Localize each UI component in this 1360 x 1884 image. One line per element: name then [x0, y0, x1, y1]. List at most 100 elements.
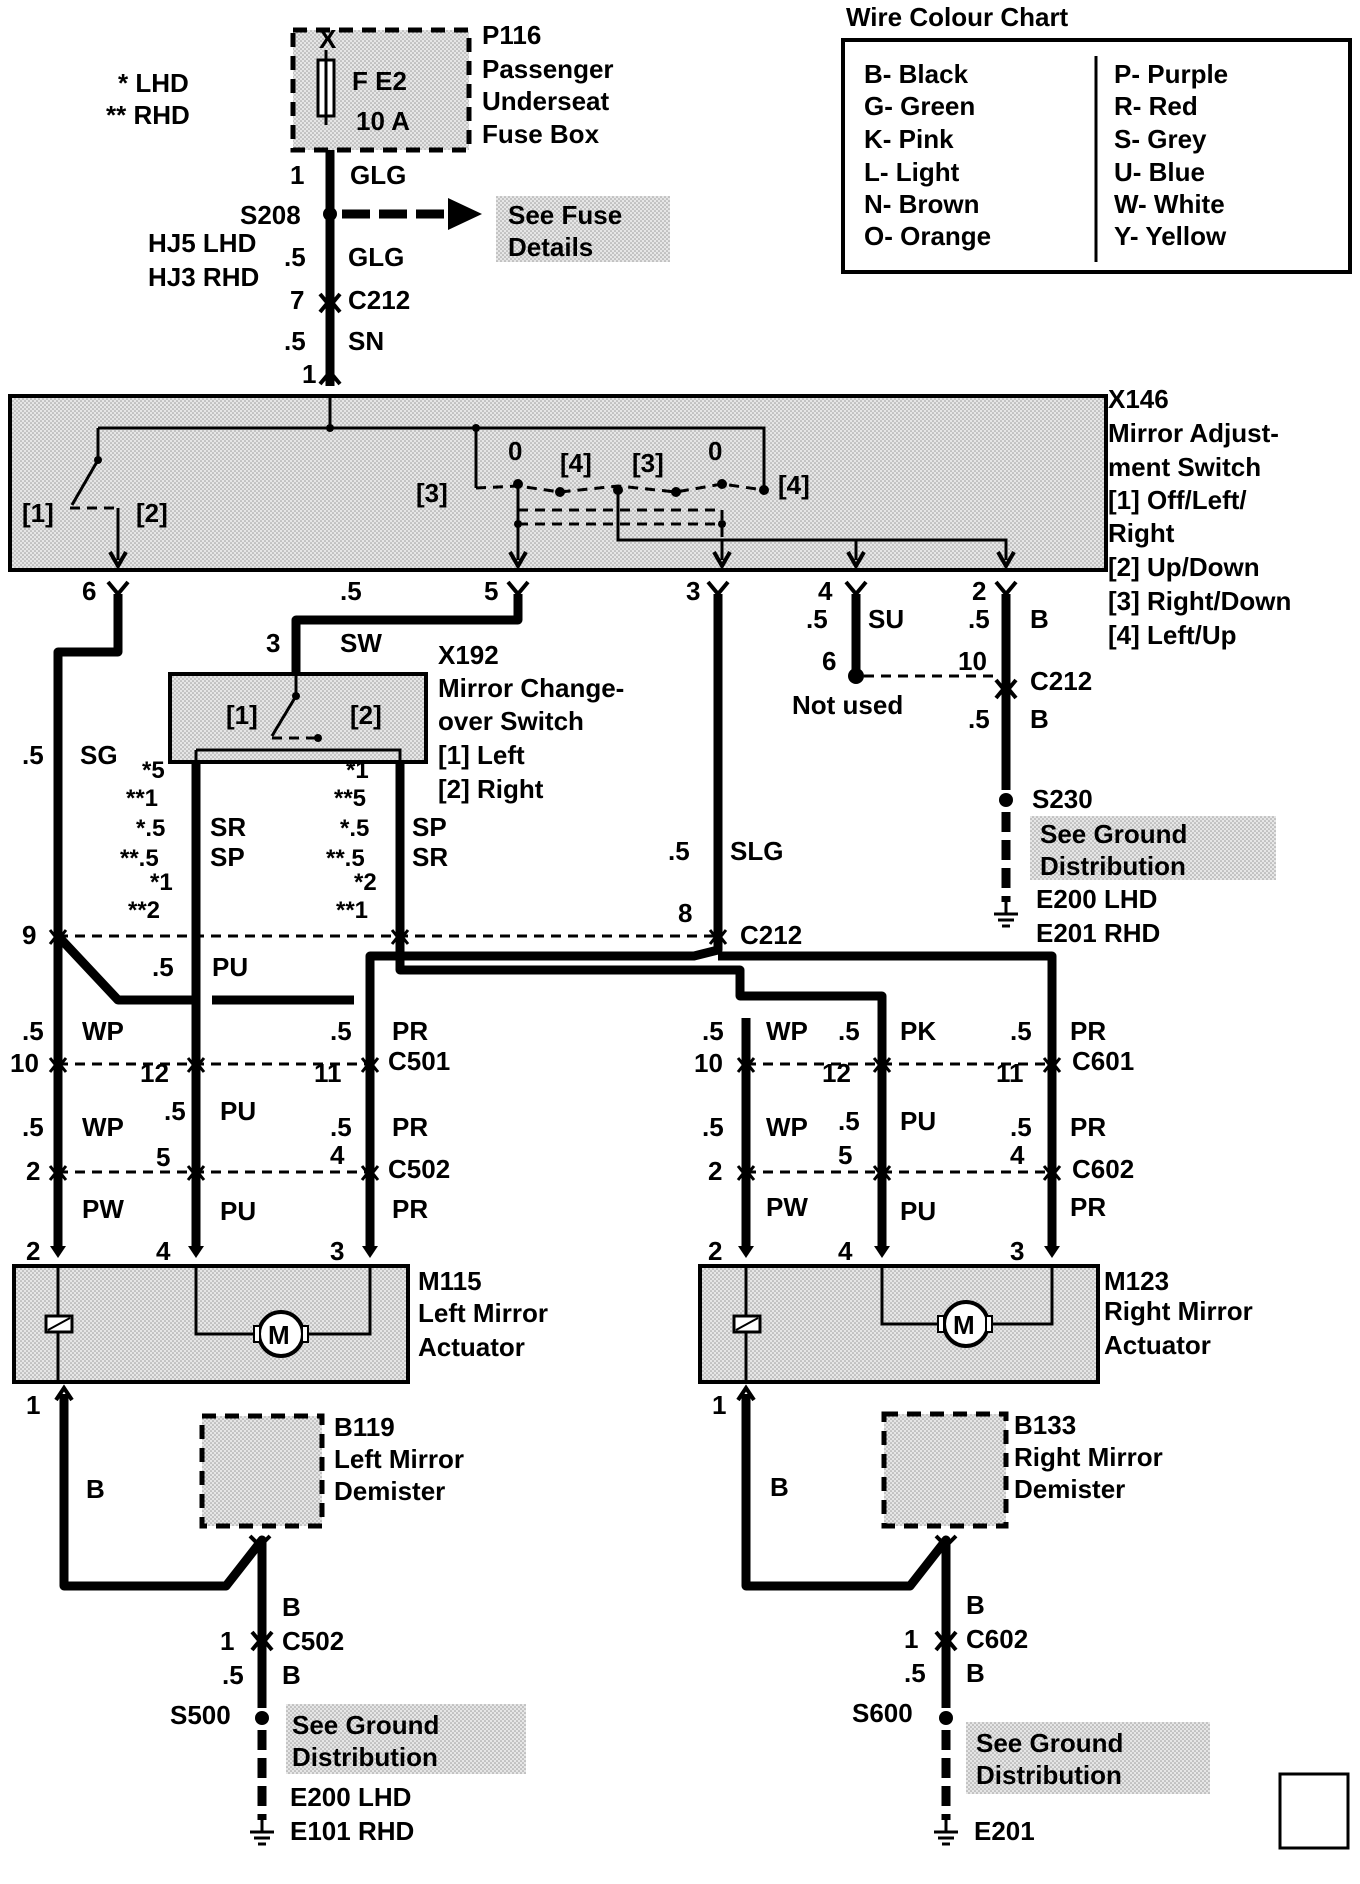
- ground-point-label: E101 RHD: [290, 1816, 414, 1846]
- wire-colour-label: SP: [210, 842, 245, 872]
- splice-not-used: [848, 668, 864, 684]
- component-name: Left Mirror: [418, 1298, 548, 1328]
- demister-b133: [881, 1411, 1009, 1549]
- wire-colour-label: PR: [392, 1194, 428, 1224]
- pin-number: 11: [314, 1058, 342, 1088]
- component-function: [4] Left/Up: [1108, 620, 1237, 650]
- motor-label: M: [268, 1320, 290, 1350]
- wire-colour-label: B: [1030, 704, 1049, 734]
- motor-label: M: [953, 1310, 975, 1340]
- fuse-label: F E2: [352, 66, 407, 96]
- connector-label: C601: [1072, 1046, 1134, 1076]
- connector-x146-in: [318, 368, 342, 386]
- variant-label: **5: [334, 785, 366, 812]
- wire-colour-label: PU: [212, 952, 248, 982]
- pin-number: 5: [484, 576, 498, 606]
- switch-contact-label: [3]: [416, 478, 448, 508]
- connector-label: C602: [1072, 1154, 1134, 1184]
- fuse-details-text: See Fuse: [508, 200, 622, 230]
- ground-note: [966, 1722, 1210, 1794]
- pin-number: 1: [302, 359, 316, 389]
- colour-entry: P- Purple: [1114, 59, 1228, 89]
- variant-label: *1: [346, 757, 369, 784]
- ground-note-text: Distribution: [976, 1760, 1122, 1790]
- wire-colour-label: B: [770, 1472, 789, 1502]
- ground-note: [1030, 816, 1276, 880]
- switch-contact-label: [4]: [560, 448, 592, 478]
- pin-number: 6: [82, 576, 96, 606]
- colour-entry: R- Red: [1114, 91, 1198, 121]
- fuse-details-text: Details: [508, 232, 593, 262]
- not-used-label: Not used: [792, 690, 903, 720]
- wire-slg: [365, 594, 723, 1248]
- legend-lhd: * LHD: [118, 68, 189, 98]
- wire-pu-cross: [54, 932, 354, 1005]
- connector-label: C602: [966, 1624, 1028, 1654]
- connector-c212-ground: [994, 678, 1018, 700]
- component-function: [2] Right: [438, 774, 544, 804]
- connector-c502-bottom: [250, 1630, 274, 1652]
- x146-pin-connectors: [106, 580, 1018, 598]
- splice-label: S600: [852, 1698, 913, 1728]
- wire-colour-label: PW: [766, 1192, 808, 1222]
- wire-colour-label: PK: [900, 1016, 936, 1046]
- wire-gauge: .5: [806, 604, 828, 634]
- pin-number: 10: [10, 1048, 39, 1078]
- pin-number: 1: [220, 1626, 234, 1656]
- wire-colour-label: B: [966, 1590, 985, 1620]
- component-id: M115: [418, 1266, 482, 1296]
- wire-colour-label: SLG: [730, 836, 783, 866]
- wire-colour-label: PU: [220, 1096, 256, 1126]
- colour-entry: O- Orange: [864, 221, 991, 251]
- wire-colour-label: PW: [82, 1194, 124, 1224]
- legend-rhd: ** RHD: [106, 100, 190, 130]
- fuse-box-name: Fuse Box: [482, 119, 600, 149]
- wire-gauge: .5: [702, 1016, 724, 1046]
- pin-number: 1: [904, 1624, 918, 1654]
- connector-label: C502: [282, 1626, 344, 1656]
- splice-s600: [939, 1711, 953, 1725]
- wire-colour-label: SR: [412, 842, 448, 872]
- colour-entry: Y- Yellow: [1114, 221, 1227, 251]
- component-function: [1] Off/Left/: [1108, 485, 1247, 515]
- wire-gauge: .5: [22, 740, 44, 770]
- splice-label: S208: [240, 200, 301, 230]
- splice-label: S230: [1032, 784, 1093, 814]
- connector-label: C212: [348, 285, 410, 315]
- colour-chart-title: Wire Colour Chart: [846, 2, 1069, 32]
- harness-label: HJ5 LHD: [148, 228, 256, 258]
- wire-gauge: .5: [330, 1112, 352, 1142]
- wire-gauge: .5: [284, 326, 306, 356]
- ground-note: [286, 1704, 526, 1774]
- pin-number: 9: [22, 920, 36, 950]
- pin-number: 2: [972, 576, 986, 606]
- connector-m115-out: [54, 1384, 74, 1402]
- pin-number: 2: [708, 1156, 722, 1186]
- pin-number: 3: [330, 1236, 344, 1266]
- fuse-details-note: [496, 196, 670, 262]
- switch-x192: [1] [2]: [168, 672, 428, 764]
- switch-contact-label: [4]: [778, 470, 810, 500]
- pin-number: 11: [996, 1058, 1024, 1088]
- wire-gauge: .5: [340, 576, 362, 606]
- wire-colour-label: SR: [210, 812, 246, 842]
- variant-label: **.5: [326, 845, 365, 872]
- variant-label: *.5: [136, 815, 165, 842]
- ground-note-text: See Ground: [292, 1710, 439, 1740]
- wire-gauge: .5: [668, 836, 690, 866]
- component-function: Right: [1108, 518, 1175, 548]
- component-name: Demister: [334, 1476, 445, 1506]
- ground-point-label: E201 RHD: [1036, 918, 1160, 948]
- fuse-details-arrow: [448, 198, 482, 230]
- pin-number: 4: [838, 1236, 853, 1266]
- wire-b-right: [741, 1394, 951, 1708]
- variant-label: *5: [142, 757, 165, 784]
- wire-colour-label: WP: [766, 1112, 808, 1142]
- component-id: B119: [334, 1412, 395, 1442]
- switch-contact-label: [1]: [226, 700, 258, 730]
- switch-contact-label: [2]: [136, 498, 168, 528]
- wire-gauge: .5: [838, 1016, 860, 1046]
- component-name: Actuator: [418, 1332, 525, 1362]
- harness-label: HJ3 RHD: [148, 262, 259, 292]
